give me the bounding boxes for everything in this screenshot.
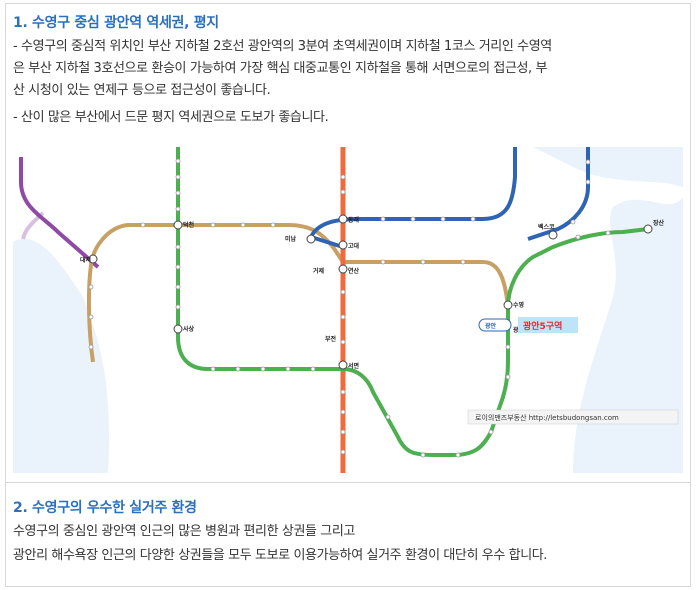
section2-line-1: 수영구의 중심인 광안역 인근의 많은 병원과 편리한 상권들 그리고 (13, 524, 355, 539)
watermark-text: 로이의맨즈부동산 http://letsbudongsan.com (475, 413, 619, 422)
section1-line-1: - 수영구의 중심적 위치인 부산 지하철 2호선 광안역의 3분여 초역세권이… (13, 39, 552, 54)
content-frame (5, 3, 691, 587)
gwangan-tag-label: 광안 (485, 322, 497, 330)
label-bexco: 벡스코 (538, 223, 555, 231)
highlight-box (518, 317, 578, 333)
label-jangsan: 장산 (653, 219, 665, 227)
section2-line-2: 광안리 해수욕장 인근의 다양한 상권들을 모두 도보로 이용가능하여 실거주 … (13, 548, 548, 563)
line-donghae (527, 147, 590, 241)
section-divider (6, 482, 690, 483)
sea-area-east-2 (533, 147, 683, 187)
label-suyeong: 수영 (513, 301, 524, 309)
small-station-ticks (88, 158, 611, 458)
label-yeonsan: 연산 (348, 267, 360, 275)
gwangan-tag-box (478, 318, 512, 332)
highlight-label: 광안5구역 (523, 320, 562, 332)
line-busan-gimhae-branch (21, 211, 45, 240)
section1-line-2: 은 부산 지하철 3호선으로 환승이 가능하여 가장 핵심 대중교통인 지하철을… (13, 61, 548, 76)
label-busanjin: 부전 (325, 335, 337, 343)
label-seomyeon: 서면 (348, 362, 359, 370)
label-deokcheon: 덕천 (183, 221, 195, 229)
line-2 (176, 147, 649, 457)
label-daejeo: 대저 (80, 256, 91, 264)
section1-line-4: - 산이 많은 부산에서 드문 평지 역세권으로 도보가 좋습니다. (13, 110, 329, 125)
label-sasang: 사상 (183, 325, 195, 333)
label-dongnae: 동래 (348, 216, 360, 224)
subway-map: 덕천 사상 미남 동래 고대 연산 거제 서면 수영 광안 벡스코 장산 대저 … (13, 147, 683, 473)
line-3 (86, 223, 510, 363)
watermark-box (467, 409, 679, 425)
sea-area-east (573, 197, 683, 473)
line-busan-gimhae (19, 157, 100, 269)
station-markers (88, 214, 653, 370)
label-geoje: 거제 (313, 267, 325, 275)
section2-title: 2. 수영구의 우수한 실거주 환경 (13, 500, 197, 516)
line-4-lower (310, 235, 344, 249)
line-4 (309, 147, 517, 239)
label-minam: 미남 (285, 235, 297, 243)
section1-line-3: 산 시청이 있는 연제구 등으로 접근성이 좋습니다. (13, 83, 271, 98)
sea-area-west (13, 238, 109, 473)
label-godae: 고대 (348, 242, 360, 250)
section1-title: 1. 수영구 중심 광안역 역세권, 평지 (13, 15, 219, 31)
